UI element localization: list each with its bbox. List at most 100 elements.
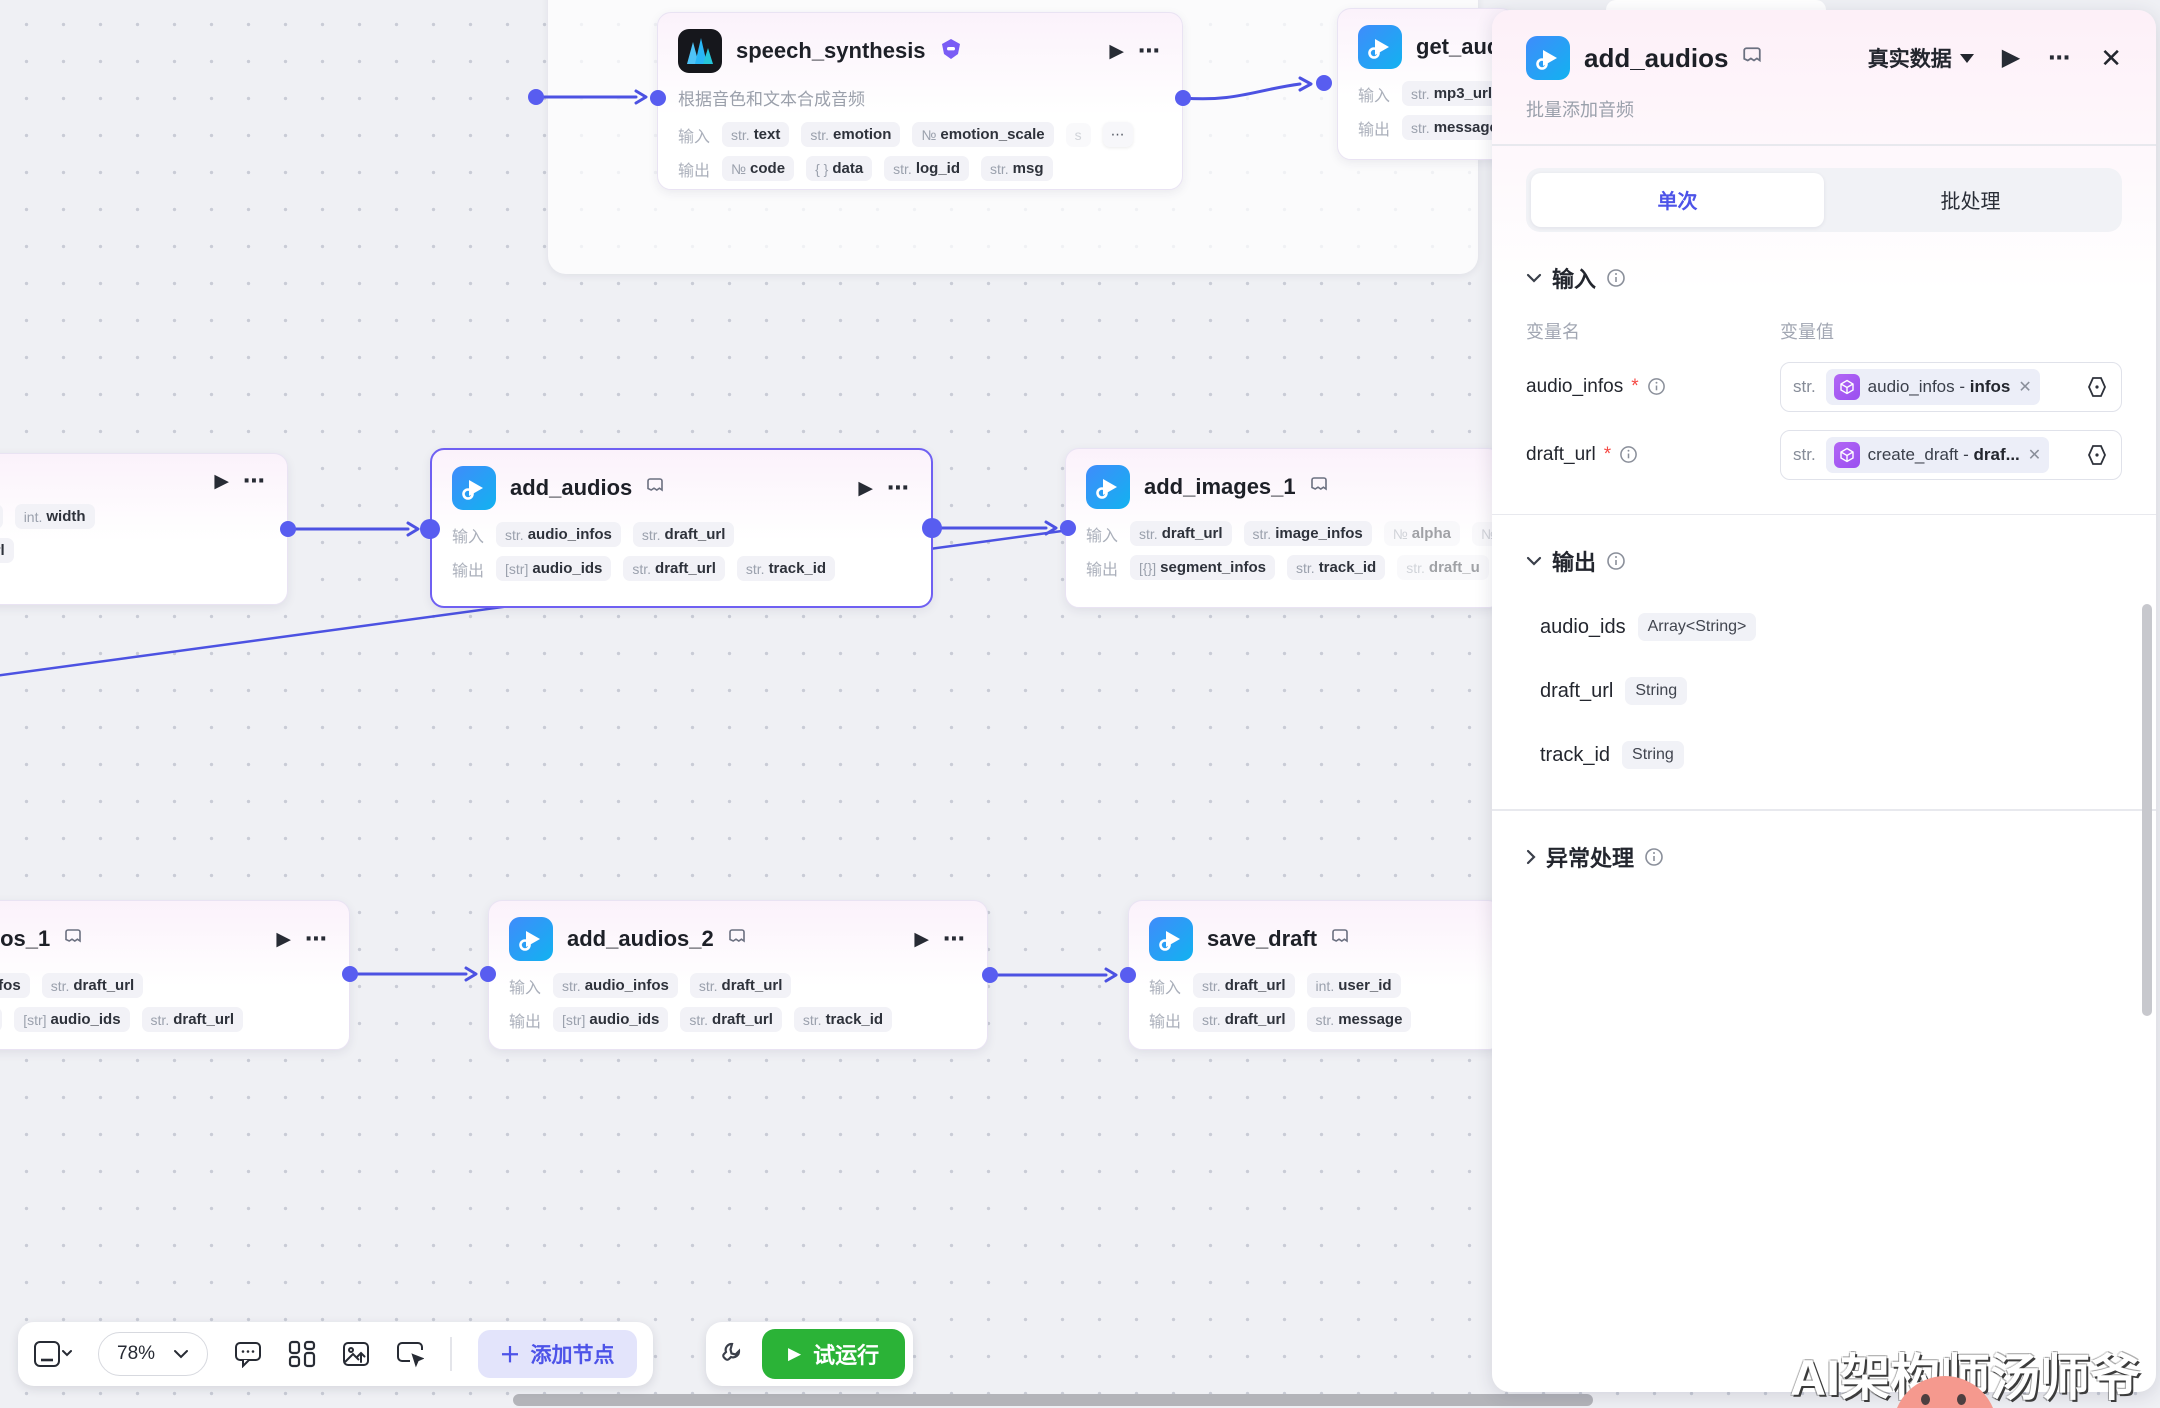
auto-layout-icon[interactable]	[288, 1340, 316, 1368]
node-outputs-row: 输出 [str]audio_ids str.draft_url str.trac…	[452, 556, 911, 581]
param-pill: int.width	[14, 504, 95, 529]
port-add-audios-out[interactable]	[922, 518, 942, 538]
param-pill: str.message	[1402, 115, 1507, 140]
node-inputs-row: 输入 str.audio_infos str.draft_url	[509, 973, 967, 998]
node-more-button[interactable]: ⋯	[887, 475, 911, 500]
port-speech-in[interactable]	[650, 90, 666, 106]
value-field[interactable]: str. create_draft - draf... ✕	[1780, 429, 2122, 480]
remove-reference-icon[interactable]: ✕	[2018, 378, 2032, 396]
panel-run-button[interactable]: ▶	[2001, 44, 2021, 71]
param-pill: str.audio_infos	[496, 522, 621, 547]
select-frame-icon[interactable]	[396, 1340, 425, 1368]
tab-single[interactable]: 单次	[1531, 172, 1824, 227]
close-icon[interactable]: ✕	[2100, 43, 2122, 73]
chevron-down-icon	[174, 1350, 189, 1359]
tool-tag-icon	[1310, 476, 1328, 499]
info-icon[interactable]	[1606, 551, 1626, 571]
node-outputs-row: 输出 str.draft_url str.message	[1149, 1007, 1481, 1032]
export-image-icon[interactable]	[342, 1340, 370, 1368]
info-icon[interactable]	[1647, 377, 1666, 396]
panel-more-button[interactable]: ⋯	[2048, 45, 2073, 70]
tool-tag-icon	[1331, 928, 1349, 951]
info-icon[interactable]	[1606, 268, 1626, 288]
wrench-icon[interactable]	[722, 1341, 748, 1367]
port-add-audios-2-in[interactable]	[480, 966, 496, 982]
node-more-button[interactable]: ⋯	[943, 926, 967, 951]
input-row: draft_url* str. create_draft - draf... ✕	[1526, 429, 2122, 480]
add-node-button[interactable]: ＋ 添加节点	[477, 1330, 637, 1378]
node-more-button[interactable]: ⋯	[305, 926, 329, 951]
node-run-button[interactable]: ▶	[276, 928, 291, 950]
value-type: str.	[1793, 376, 1816, 396]
data-mode-dropdown[interactable]: 真实数据	[1868, 43, 1974, 73]
tab-batch[interactable]: 批处理	[1940, 191, 2001, 213]
panel-scrollbar[interactable]	[2142, 604, 2152, 1016]
param-pill: int.user_id	[1306, 973, 1401, 998]
port-add-audios-in[interactable]	[420, 519, 440, 539]
param-pill: str.text	[722, 122, 790, 147]
settings-hexagon-icon[interactable]	[2085, 443, 2109, 467]
test-run-label: 试运行	[813, 1343, 880, 1368]
node-add-images-1[interactable]: add_images_1 输入 str.draft_url str.image_…	[1065, 448, 1505, 608]
type-badge: String	[1622, 741, 1684, 769]
output-section-header[interactable]: 输出	[1526, 545, 2122, 577]
node-run-button[interactable]: ▶	[858, 477, 873, 499]
node-run-button[interactable]: ▶	[1109, 40, 1124, 62]
port-add-audios-2-out[interactable]	[982, 967, 998, 983]
params-overflow-button[interactable]: ⋯	[1102, 122, 1133, 147]
zoom-select[interactable]: 78%	[98, 1332, 209, 1376]
param-pill: [str]audio_ids	[553, 1007, 669, 1032]
node-run-button[interactable]: ▶	[914, 928, 929, 950]
port-add-images-in[interactable]	[1060, 520, 1076, 536]
node-add-audios-2[interactable]: add_audios_2 ▶ ⋯ 输入 str.audio_infos str.…	[488, 900, 988, 1050]
workflow-ref-icon	[1833, 441, 1860, 468]
param-pill: str.draft_url	[141, 1007, 244, 1032]
node-add-audios[interactable]: add_audios ▶ ⋯ 输入 str.audio_infos str.dr…	[430, 448, 933, 608]
node-speech-synthesis[interactable]: speech_synthesis ▶ ⋯ 根据音色和文本合成音频 输入 str.…	[657, 12, 1183, 190]
panel-header: add_audios 真实数据 ▶ ⋯ ✕	[1526, 36, 2122, 80]
value-field[interactable]: str. audio_infos - infos ✕	[1780, 361, 2122, 412]
param-pill: str.draft_url	[1193, 1007, 1295, 1032]
node-get-audio[interactable]: get_audio 输入 str.mp3_url 输出 str.message	[1337, 8, 1520, 160]
port-left-node-out[interactable]	[280, 521, 296, 537]
input-section-header[interactable]: 输入	[1526, 262, 2122, 294]
toolbar-divider	[450, 1337, 452, 1371]
param-pill: str.draft_url	[689, 973, 792, 998]
port-source[interactable]	[528, 89, 544, 105]
port-get-audio-in[interactable]	[1316, 75, 1332, 91]
param-pill: str.message	[1306, 1007, 1412, 1032]
exception-section-header[interactable]: 异常处理	[1526, 841, 2122, 873]
node-add-audios-1[interactable]: ios_1 ▶ ⋯ 输入 nfos str.draft_url 输出 l [st…	[0, 900, 350, 1050]
horizontal-scrollbar[interactable]	[513, 1394, 1593, 1406]
divider	[1492, 513, 2156, 515]
value-type: str.	[1793, 444, 1816, 464]
comment-icon[interactable]	[234, 1340, 262, 1368]
variable-reference[interactable]: audio_infos - infos ✕	[1825, 368, 2040, 405]
port-speech-out[interactable]	[1175, 90, 1191, 106]
edge-arrow	[1298, 76, 1313, 92]
speech-synthesis-icon	[678, 29, 722, 73]
edge-arrow	[406, 521, 420, 537]
param-pill: str.audio_infos	[553, 973, 678, 998]
settings-hexagon-icon[interactable]	[2085, 375, 2109, 399]
node-more-button[interactable]: ⋯	[1138, 38, 1162, 63]
port-audios-1-out[interactable]	[342, 966, 358, 982]
remove-reference-icon[interactable]: ✕	[2027, 446, 2042, 464]
node-outputs-row: 输出 l [str]audio_ids str.draft_url	[0, 1007, 329, 1032]
info-icon[interactable]	[1619, 445, 1638, 464]
info-icon[interactable]	[1644, 847, 1664, 867]
variable-reference[interactable]: create_draft - draf... ✕	[1825, 436, 2050, 473]
tool-tag-icon	[646, 477, 664, 500]
param-pill: str.msg	[981, 156, 1053, 181]
param-pill: str.emotion	[801, 122, 901, 147]
node-partial-left[interactable]: ▶ ⋯ _id int.width o_url	[0, 453, 288, 605]
minimap-toggle-icon[interactable]	[34, 1341, 72, 1367]
node-save-draft[interactable]: save_draft 输入 str.draft_url int.user_id …	[1128, 900, 1502, 1050]
test-run-button[interactable]: ▶ 试运行	[762, 1329, 906, 1379]
port-save-draft-in[interactable]	[1120, 967, 1136, 983]
type-badge: String	[1625, 677, 1688, 705]
node-run-button[interactable]: ▶	[214, 470, 229, 492]
node-more-button[interactable]: ⋯	[243, 468, 267, 493]
